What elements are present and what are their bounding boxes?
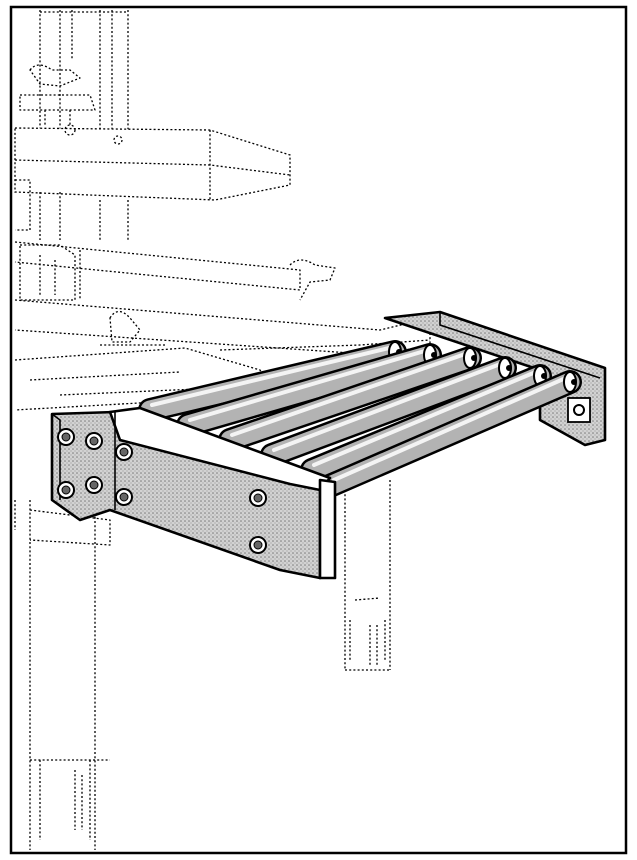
roller	[320, 370, 582, 497]
background-machine	[14, 10, 431, 850]
rear-bolt	[573, 404, 585, 416]
roller	[218, 346, 482, 452]
bolt	[115, 443, 133, 461]
rollers	[138, 340, 582, 497]
bolt	[115, 488, 133, 506]
bolt	[85, 432, 103, 450]
roller	[176, 343, 442, 437]
bolts	[57, 428, 267, 554]
roller	[138, 340, 407, 422]
roller	[260, 356, 517, 467]
figure-border	[9, 5, 628, 855]
bolt	[249, 536, 267, 554]
bolt	[85, 476, 103, 494]
bolt	[57, 428, 75, 446]
bolt	[57, 481, 75, 499]
bolt	[249, 489, 267, 507]
roller	[300, 364, 552, 482]
